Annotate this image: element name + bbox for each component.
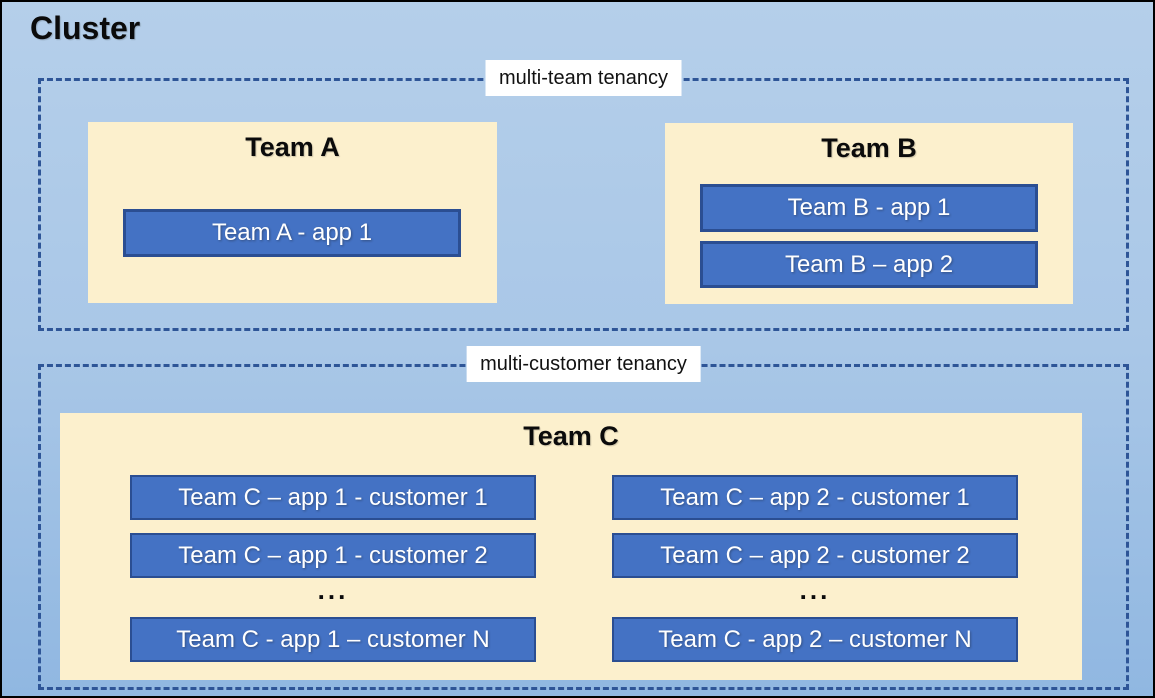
multi-customer-tenancy-group: multi-customer tenancy Team C Team C – a…	[38, 346, 1129, 690]
multi-customer-tenancy-label: multi-customer tenancy	[466, 346, 701, 382]
team-c-app2-ellipsis: ...	[799, 575, 831, 605]
team-b-title: Team B	[821, 133, 917, 163]
team-c-app-2-column: Team C – app 2 - customer 1 Team C – app…	[612, 475, 1018, 665]
team-c-app1-customer-n-box: Team C - app 1 – customer N	[130, 617, 536, 662]
team-b-box: Team B Team B - app 1 Team B – app 2	[665, 123, 1073, 304]
team-a-box: Team A Team A - app 1	[88, 122, 497, 303]
team-c-app2-customer-1-box: Team C – app 2 - customer 1	[612, 475, 1018, 520]
team-c-app1-customer-1-box: Team C – app 1 - customer 1	[130, 475, 536, 520]
team-a-app-1-box: Team A - app 1	[123, 209, 461, 257]
team-c-title: Team C	[523, 421, 619, 451]
cluster-title: Cluster	[30, 10, 141, 46]
team-c-app1-customer-2-box: Team C – app 1 - customer 2	[130, 533, 536, 578]
team-c-app2-customer-n-box: Team C - app 2 – customer N	[612, 617, 1018, 662]
multi-team-tenancy-group: multi-team tenancy Team A Team A - app 1…	[38, 60, 1129, 331]
team-b-app-1-box: Team B - app 1	[700, 184, 1038, 232]
team-c-app2-customer-2-box: Team C – app 2 - customer 2	[612, 533, 1018, 578]
team-b-app-2-box: Team B – app 2	[700, 241, 1038, 288]
team-a-title: Team A	[245, 132, 340, 162]
team-c-box: Team C Team C – app 1 - customer 1 Team …	[60, 413, 1082, 680]
team-c-app-1-column: Team C – app 1 - customer 1 Team C – app…	[130, 475, 536, 665]
team-c-app1-ellipsis: ...	[317, 575, 349, 605]
multi-team-tenancy-label: multi-team tenancy	[485, 60, 682, 96]
